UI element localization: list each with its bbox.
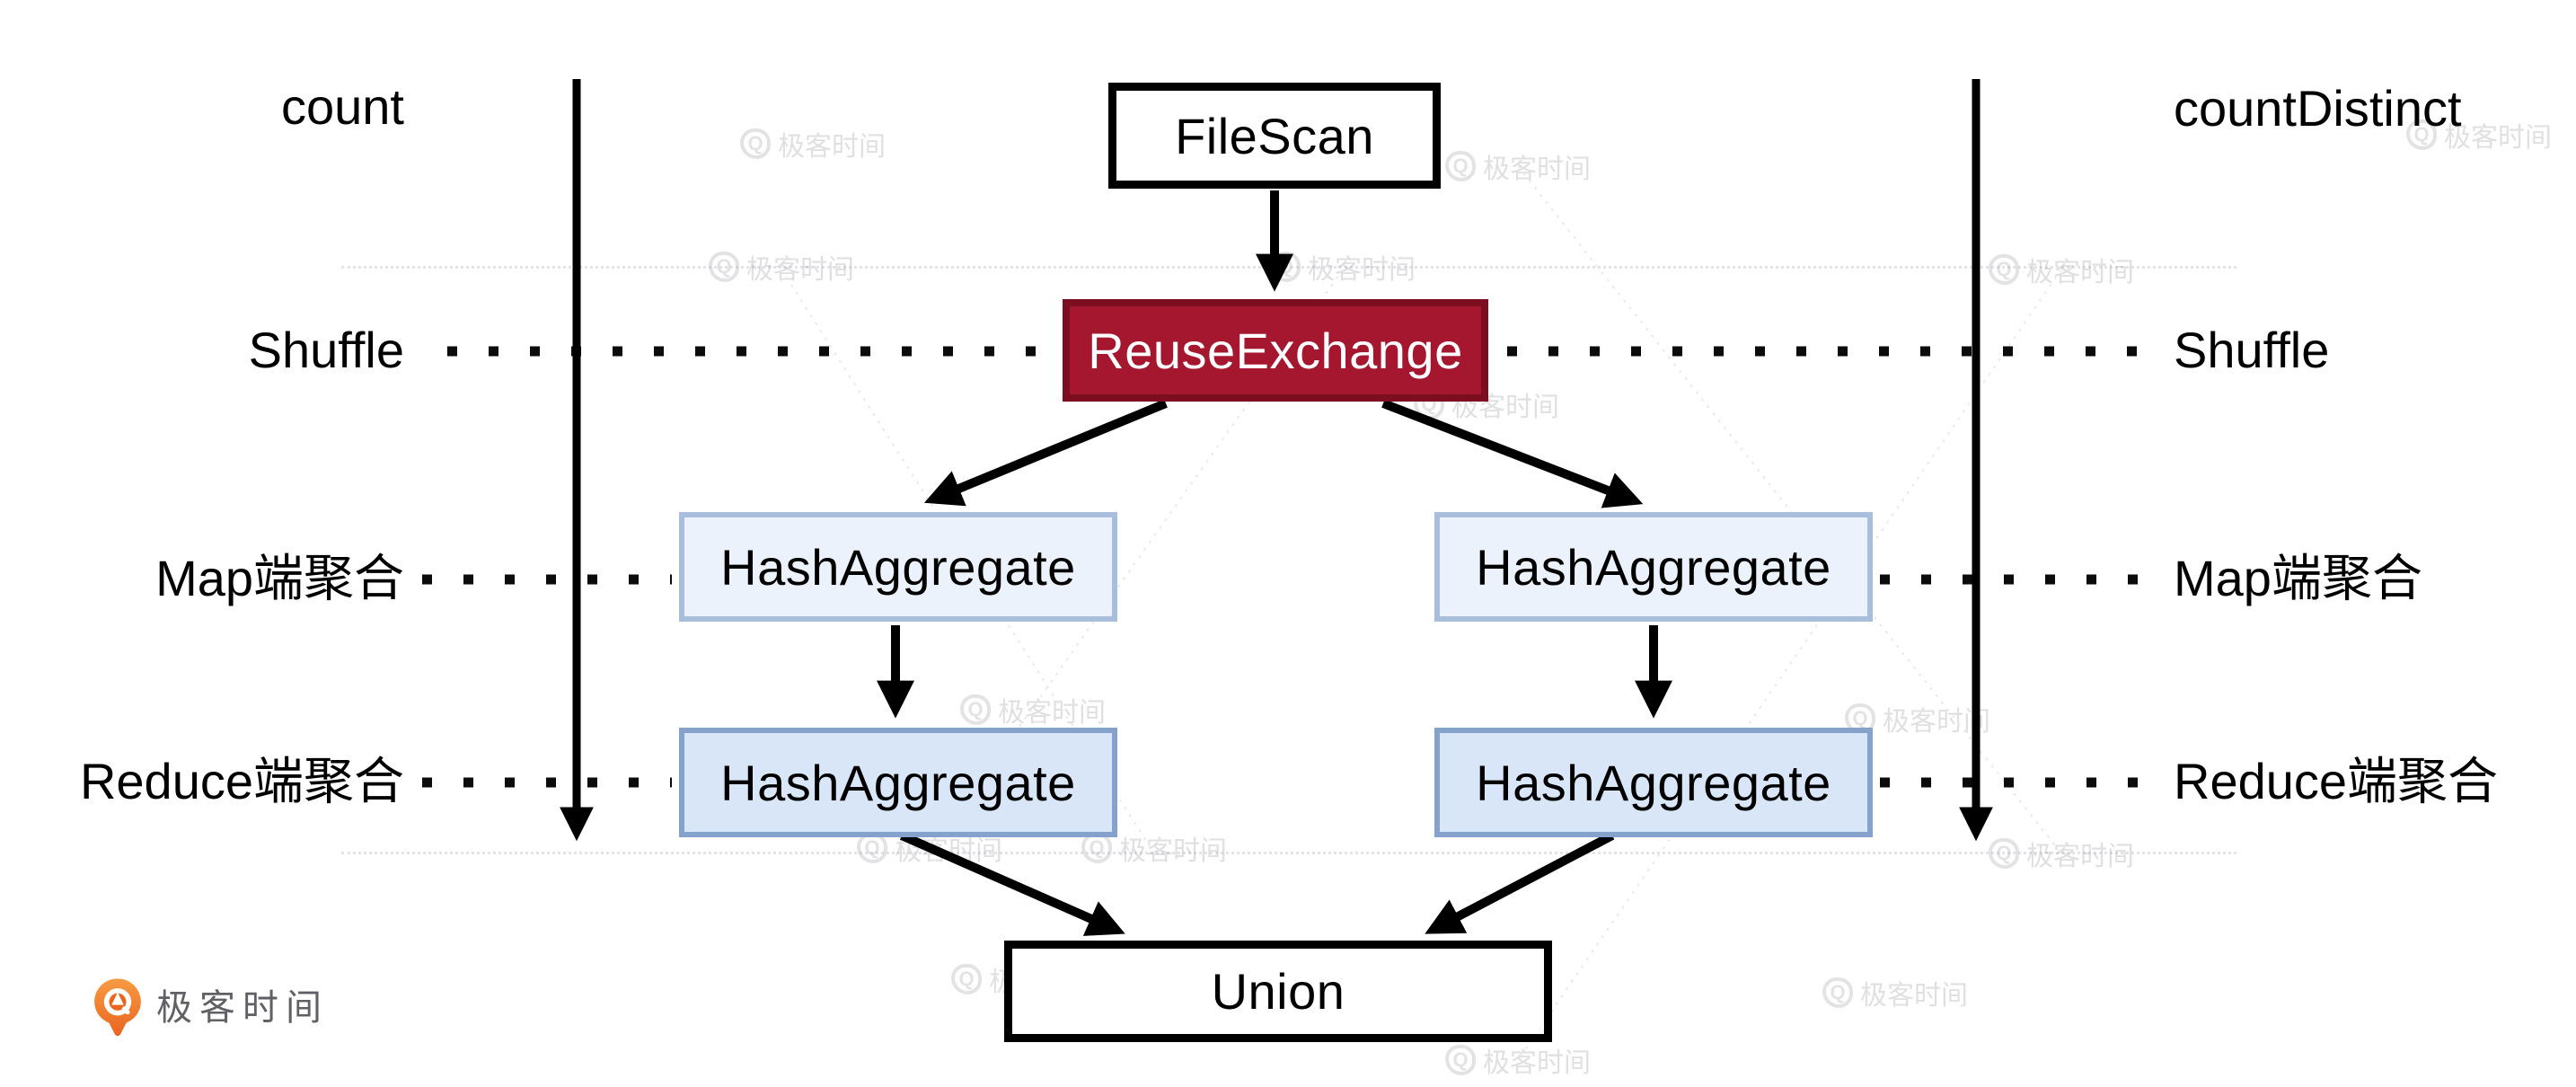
label-count: count [281,77,404,135]
arrow-hashagg-left-to-union [899,831,1125,936]
label-shuffle-left: Shuffle [248,321,404,378]
node-hashaggregate-map-left: HashAggregate [679,512,1117,622]
geektime-pin-icon [94,978,141,1037]
arrow-reuseexchange-to-hashagg-right [1381,399,1644,508]
label-reduce-agg-right: Reduce端聚合 [2174,752,2499,809]
node-hashaggregate-label: HashAggregate [720,754,1076,811]
node-hashaggregate-reduce-right: HashAggregate [1434,728,1873,837]
node-union: Union [1004,941,1552,1042]
geektime-logo: 极客时间 [93,977,329,1038]
arrow-reuseexchange-to-hashagg-left [923,399,1168,507]
node-filescan-label: FileScan [1175,107,1374,164]
arrow-hashagg-right-to-union [1425,831,1615,934]
node-reuse-exchange-label: ReuseExchange [1088,322,1463,379]
label-shuffle-right: Shuffle [2174,321,2330,378]
label-map-agg-right: Map端聚合 [2174,549,2422,606]
node-reuse-exchange: ReuseExchange [1063,299,1488,402]
label-map-agg-left: Map端聚合 [155,549,404,606]
label-reduce-agg-left: Reduce端聚合 [79,752,404,809]
label-countdistinct: countDistinct [2174,79,2462,137]
node-union-label: Union [1211,963,1345,1020]
node-hashaggregate-label: HashAggregate [720,538,1076,596]
geektime-logo-text: 极客时间 [156,988,329,1028]
node-hashaggregate-map-right: HashAggregate [1434,512,1873,622]
node-hashaggregate-label: HashAggregate [1476,538,1831,596]
node-filescan: FileScan [1108,83,1441,189]
node-hashaggregate-reduce-left: HashAggregate [679,728,1117,837]
node-hashaggregate-label: HashAggregate [1476,754,1831,811]
